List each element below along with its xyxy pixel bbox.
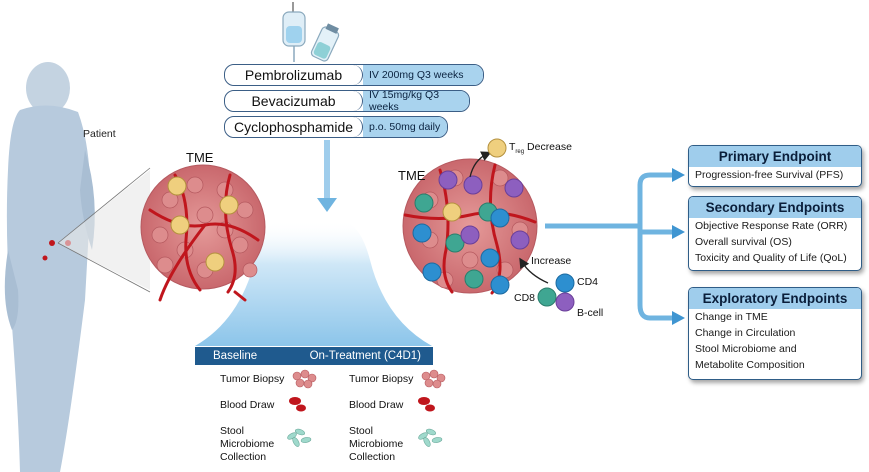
on-treatment-column: Tumor Biopsy Blood Draw Stool Microbiome… (349, 373, 413, 464)
drug-name: Pembrolizumab (225, 65, 363, 85)
increase-label: Increase (531, 255, 572, 267)
microbiome-label: Microbiome (349, 438, 404, 450)
collection-label: Collection (220, 451, 267, 463)
drug-dose: p.o. 50mg daily (363, 117, 447, 137)
endpoint-item: Overall survival (OS) (695, 236, 792, 248)
decrease-text: Decrease (527, 141, 572, 153)
endpoint-connector (545, 172, 672, 321)
exploratory-endpoints-title: Exploratory Endpoints (689, 288, 861, 309)
treg-cell (167, 176, 239, 272)
microbiome-label: Microbiome (220, 438, 275, 450)
patient-figure (4, 62, 151, 472)
drug-bevacizumab: Bevacizumab IV 15mg/kg Q3 weeks (224, 90, 470, 112)
endpoint-item: Objective Response Rate (ORR) (695, 220, 848, 232)
microbiome-icon (287, 428, 443, 447)
tumor-on-treatment (402, 158, 538, 295)
blood-draw-label: Blood Draw (220, 399, 275, 411)
primary-endpoint-items: Progression-free Survival (PFS) (689, 167, 861, 183)
bcell-label: B-cell (577, 307, 604, 319)
endpoint-item: Toxicity and Quality of Life (QoL) (695, 252, 847, 264)
blood-draw-label: Blood Draw (349, 399, 404, 411)
baseline-heading: Baseline (213, 350, 258, 362)
iv-bag-icon (282, 2, 306, 62)
drug-pembrolizumab: Pembrolizumab IV 200mg Q3 weeks (224, 64, 484, 86)
treg-t: T (509, 141, 516, 153)
secondary-endpoints-items: Objective Response Rate (ORR) Overall su… (689, 218, 861, 266)
vial-icon (310, 23, 340, 62)
blood-drop-icon (289, 397, 435, 412)
endpoint-item: Metabolite Composition (695, 359, 805, 371)
drug-name: Bevacizumab (225, 91, 363, 111)
endpoint-item: Stool Microbiome and (695, 343, 797, 355)
immune-cells-increase (519, 257, 575, 312)
sampling-funnel (195, 220, 432, 346)
exploratory-endpoints-items: Change in TME Change in Circulation Stoo… (689, 309, 861, 373)
on-treatment-heading: On-Treatment (C4D1) (309, 350, 421, 362)
patient-label: Patient (83, 128, 116, 140)
baseline-column: Tumor Biopsy Blood Draw Stool Microbiome… (220, 373, 284, 464)
tumor-baseline (140, 164, 266, 302)
drug-dose: IV 200mg Q3 weeks (363, 65, 483, 85)
sampling-header: Baseline On-Treatment (C4D1) (195, 347, 433, 365)
tme-label-right: TME (398, 168, 426, 183)
cd8-label: CD8 (514, 292, 536, 304)
tumor-biopsy-label: Tumor Biopsy (349, 373, 414, 385)
stool-label: Stool (349, 425, 373, 437)
tme-label-left: TME (186, 150, 214, 165)
endpoint-item: Change in TME (695, 311, 768, 323)
cd4-label: CD4 (577, 276, 599, 288)
endpoint-item: Change in Circulation (695, 327, 796, 339)
secondary-endpoints-box: Secondary Endpoints Objective Response R… (688, 196, 862, 271)
treg-decrease-arrow (469, 138, 507, 178)
primary-endpoint-box: Primary Endpoint Progression-free Surviv… (688, 145, 862, 187)
stool-label: Stool (220, 425, 244, 437)
exploratory-endpoints-box: Exploratory Endpoints Change in TME Chan… (688, 287, 862, 380)
treg-sub: reg (515, 149, 525, 156)
tumor-biopsy-label: Tumor Biopsy (220, 373, 285, 385)
drug-cyclophosphamide: Cyclophosphamide p.o. 50mg daily (224, 116, 448, 138)
endpoint-arrowheads (672, 168, 685, 325)
secondary-endpoints-title: Secondary Endpoints (689, 197, 861, 218)
drug-name: Cyclophosphamide (225, 117, 363, 137)
drug-dose: IV 15mg/kg Q3 weeks (363, 91, 469, 111)
primary-endpoint-title: Primary Endpoint (689, 146, 861, 167)
down-arrow (317, 140, 337, 212)
treg-decrease-label: Treg Decrease (509, 141, 572, 155)
tumor-biopsy-icon (292, 369, 446, 389)
endpoint-item: Progression-free Survival (PFS) (695, 169, 844, 181)
collection-label: Collection (349, 451, 396, 463)
